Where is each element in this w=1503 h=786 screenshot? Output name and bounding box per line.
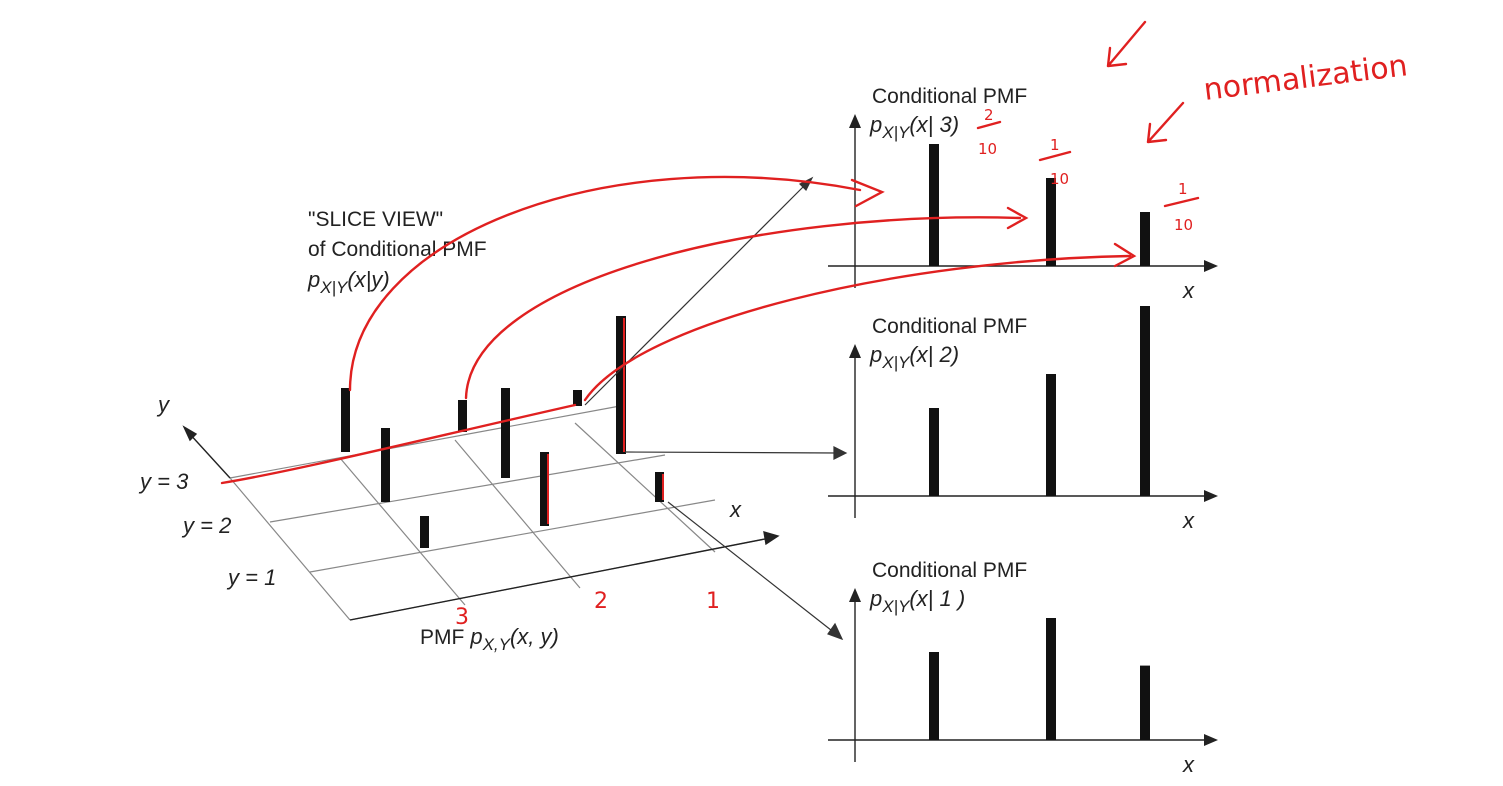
x-value-note: 2 [594, 589, 608, 614]
red-arrow-curve [220, 403, 577, 485]
fraction-num: 1 [1050, 136, 1060, 154]
fraction-den: 10 [1174, 216, 1193, 234]
slice-view-title: "SLICE VIEW" [308, 208, 443, 231]
panel-bar [1140, 665, 1150, 740]
fraction-den: 10 [1050, 170, 1069, 188]
joint-bar [341, 388, 350, 452]
joint-bar [501, 388, 510, 478]
panel-x-label: x [1182, 278, 1195, 303]
fraction-den: 10 [978, 140, 997, 158]
joint-bar [381, 428, 390, 502]
red-check-arrow [1146, 101, 1185, 144]
panel-y-arrowhead [849, 114, 861, 128]
panel-title: Conditional PMF [872, 315, 1027, 338]
red-arrow-curve [348, 175, 862, 392]
panel-title: Conditional PMF [872, 85, 1027, 108]
panel-x-arrowhead [1204, 734, 1218, 746]
panel-y-arrowhead [849, 588, 861, 602]
conditional-pmf-panel: Conditional PMF pX|Y(x| 2) x [828, 306, 1218, 533]
red-arrow-curve [583, 254, 1132, 402]
fraction-num: 2 [984, 106, 994, 124]
joint-x-axis-label: x [729, 497, 742, 522]
panel-bar [929, 144, 939, 266]
joint-bar [573, 390, 582, 406]
panel-bar [1140, 212, 1150, 266]
row-label-y2: y = 2 [181, 513, 231, 538]
slice-view-formula: pX|Y(x|y) [307, 267, 390, 297]
red-fraction-bar [1163, 196, 1200, 208]
panel-bar [929, 408, 939, 496]
red-annotations [220, 20, 1200, 485]
red-fraction-bar [1038, 150, 1072, 162]
joint-bar [540, 452, 549, 526]
red-bar-highlights [547, 318, 664, 524]
panel-formula: pX|Y(x| 1 ) [869, 586, 965, 616]
panel-bar [929, 652, 939, 740]
panel-formula: pX|Y(x| 3) [869, 112, 959, 142]
slice-view-subtitle: of Conditional PMF [308, 238, 487, 261]
panel-x-arrowhead [1204, 260, 1218, 272]
panel-title: Conditional PMF [872, 559, 1027, 582]
red-fraction-bar [976, 120, 1002, 130]
joint-pmf-bars [341, 316, 664, 548]
joint-y-axis-label: y [156, 392, 171, 417]
panel-x-label: x [1182, 508, 1195, 533]
joint-bar [655, 472, 664, 502]
red-check-arrow [1106, 20, 1147, 68]
joint-bar [458, 400, 467, 432]
joint-axes [182, 425, 780, 621]
joint-bar [420, 516, 429, 548]
panel-bar [1046, 618, 1056, 740]
panel-bar [1140, 306, 1150, 496]
joint-pmf-grid [229, 405, 771, 621]
conditional-pmf-panel: Conditional PMF pX|Y(x| 1 ) x [828, 559, 1218, 777]
panel-bar [1046, 178, 1056, 266]
fraction-num: 1 [1178, 180, 1188, 198]
panel-x-arrowhead [1204, 490, 1218, 502]
conditional-pmf-panel: Conditional PMF pX|Y(x| 3) x [828, 85, 1218, 303]
row-label-y3: y = 3 [138, 469, 189, 494]
panel-formula: pX|Y(x| 2) [869, 342, 959, 372]
panel-bar [1046, 374, 1056, 496]
x-value-note: 3 [455, 605, 469, 630]
red-arrow-curve [464, 216, 1022, 400]
normalization-note: normalization [1202, 48, 1410, 108]
x-value-note: 1 [706, 589, 720, 614]
panel-x-label: x [1182, 752, 1195, 777]
joint-bar [616, 316, 626, 454]
row-label-y1: y = 1 [226, 565, 276, 590]
panel-y-arrowhead [849, 344, 861, 358]
